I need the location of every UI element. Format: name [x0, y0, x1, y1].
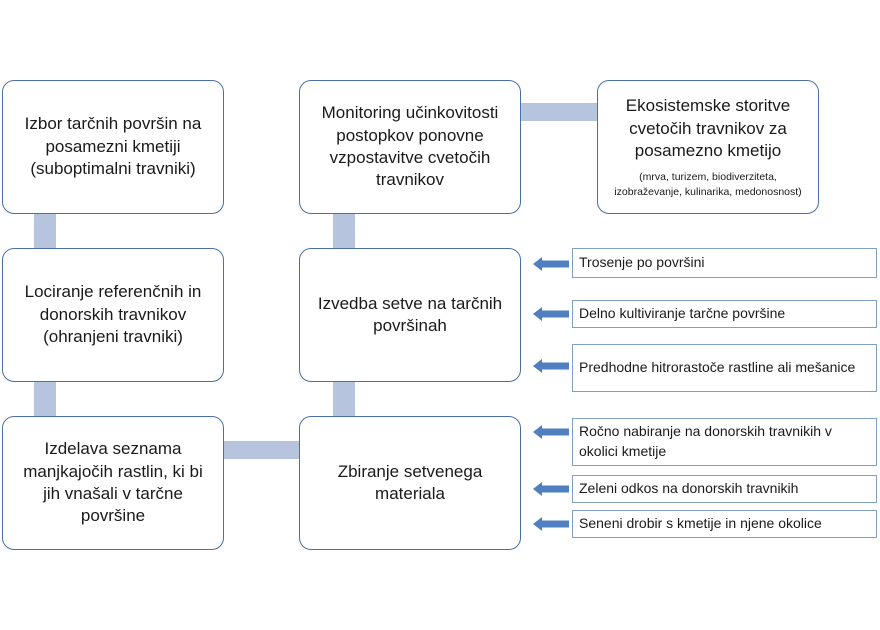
box-ecosystem-services: Ekosistemske storitve cvetočih travnikov… [597, 80, 819, 214]
box-reference-location-text: Lociranje referenčnih in donorskih travn… [24, 282, 202, 347]
connector-collection-sowing [333, 380, 355, 418]
box-missing-plants-list-text: Izdelava seznama manjkajočih rastlin, ki… [23, 439, 203, 526]
arrow-left-icon [533, 425, 569, 439]
box-sowing: Izvedba setve na tarčnih površinah [299, 248, 521, 382]
arrow-left-icon [533, 482, 569, 496]
connector-monitoring-ecosystem [520, 103, 599, 121]
note-collection-method: Ročno nabiranje na donorskih travnikih v… [572, 418, 877, 466]
box-seed-collection-text: Zbiranje setvenega materiala [337, 461, 483, 503]
box-monitoring: Monitoring učinkovitosti postopkov ponov… [299, 80, 521, 214]
box-sowing-text: Izvedba setve na tarčnih površinah [317, 293, 503, 335]
note-sowing-method-text: Delno kultiviranje tarčne površine [579, 305, 786, 322]
note-collection-method-text: Seneni drobir s kmetije in njene okolice [579, 515, 822, 532]
box-monitoring-text: Monitoring učinkovitosti postopkov ponov… [321, 103, 499, 190]
arrow-left-icon [533, 307, 569, 321]
note-collection-method-text: Zeleni odkos na donorskih travnikih [579, 480, 799, 497]
arrow-left-icon [533, 517, 569, 531]
note-sowing-method-text: Trosenje po površini [579, 254, 705, 271]
note-collection-method: Seneni drobir s kmetije in njene okolice [572, 510, 877, 538]
connector-list-collection [223, 441, 301, 459]
connector-sowing-monitoring [333, 212, 355, 250]
box-missing-plants-list: Izdelava seznama manjkajočih rastlin, ki… [2, 416, 224, 550]
arrow-left-icon [533, 257, 569, 271]
box-seed-collection: Zbiranje setvenega materiala [299, 416, 521, 550]
note-sowing-method: Trosenje po površini [572, 248, 877, 278]
connector-selection-location [34, 212, 56, 250]
note-collection-method: Zeleni odkos na donorskih travnikih [572, 475, 877, 503]
box-reference-location: Lociranje referenčnih in donorskih travn… [2, 248, 224, 382]
box-ecosystem-title: Ekosistemske storitve cvetočih travnikov… [625, 96, 791, 161]
box-target-selection: Izbor tarčnih površin na posamezni kmeti… [2, 80, 224, 214]
connector-location-list [34, 380, 56, 418]
note-collection-method-text: Ročno nabiranje na donorskih travnikih v… [579, 423, 832, 459]
note-sowing-method-text: Predhodne hitrorastoče rastline ali meša… [579, 359, 856, 376]
arrow-left-icon [533, 359, 569, 373]
box-ecosystem-sub: (mrva, turizem, biodiverziteta, izobraže… [614, 171, 802, 198]
box-target-selection-text: Izbor tarčnih površin na posamezni kmeti… [24, 114, 202, 179]
note-sowing-method: Delno kultiviranje tarčne površine [572, 300, 877, 328]
note-sowing-method: Predhodne hitrorastoče rastline ali meša… [572, 344, 877, 392]
